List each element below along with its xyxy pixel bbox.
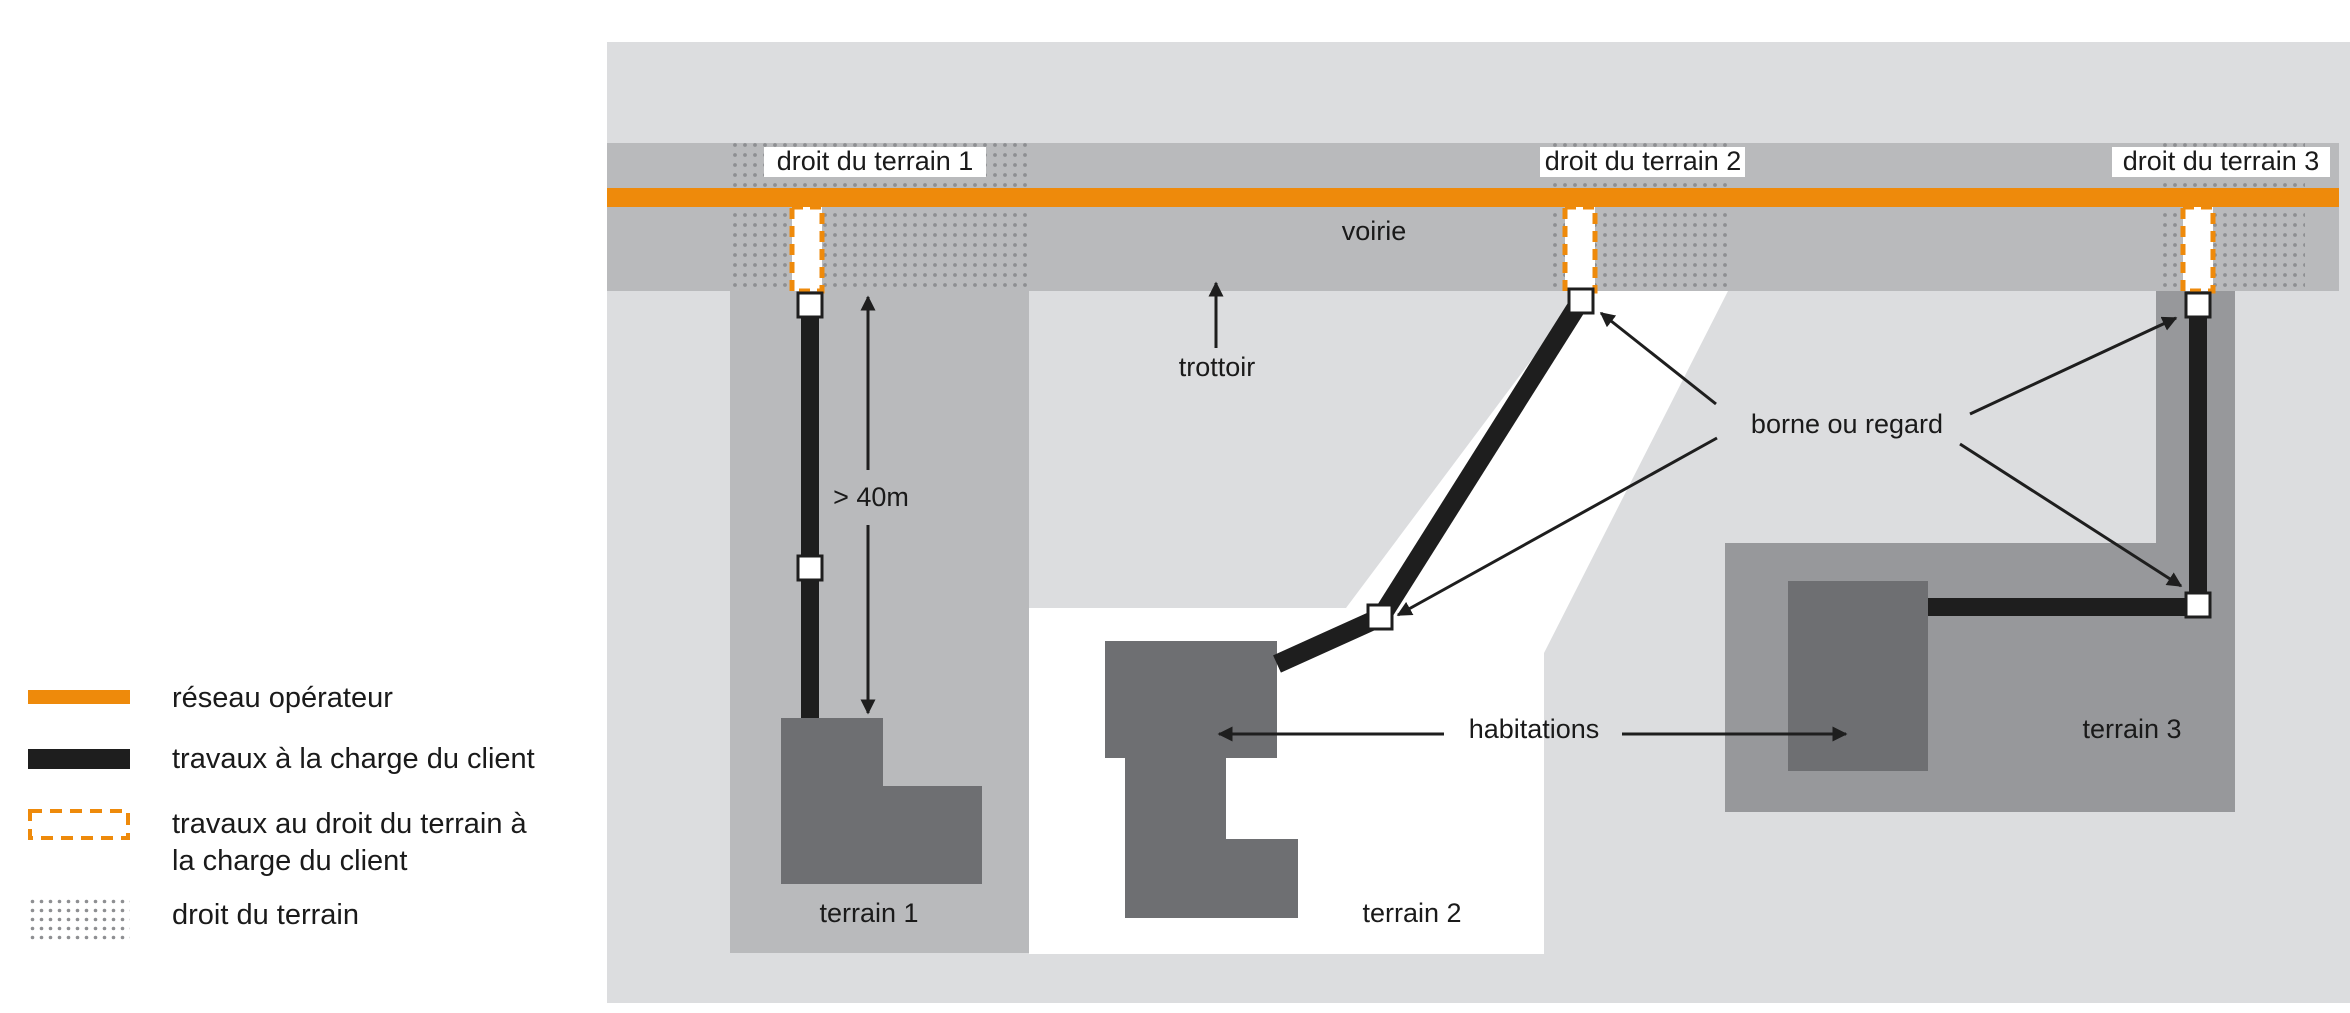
house-1 bbox=[781, 718, 982, 884]
marker-2b bbox=[1366, 603, 1394, 631]
marker-1b bbox=[796, 554, 824, 582]
marker-arrow-2a bbox=[1599, 311, 1717, 406]
legend-item-client-works: travaux à la charge du client bbox=[28, 741, 535, 778]
terrain-2-label: terrain 2 bbox=[1362, 898, 1461, 928]
marker-3a bbox=[2184, 291, 2212, 319]
legend-label-client-works-right-line2: la charge du client bbox=[172, 845, 408, 877]
works-at-right-1 bbox=[789, 204, 825, 294]
legend-label-client-works-right: travaux au droit du terrain à la charge … bbox=[172, 806, 527, 880]
marker-arrow-3a bbox=[1969, 316, 2178, 416]
road-label: voirie bbox=[1342, 216, 1407, 246]
marker-2a bbox=[1567, 287, 1595, 315]
distance-label: > 40m bbox=[833, 482, 909, 512]
legend-label-operator-network: réseau opérateur bbox=[172, 682, 393, 714]
legend-label-land-right: droit du terrain bbox=[172, 899, 359, 931]
marker-arrow-3b bbox=[1959, 442, 2183, 588]
land-right-label-1: droit du terrain 1 bbox=[777, 146, 974, 176]
operator-network-line bbox=[607, 188, 2339, 207]
marker-arrow-2b bbox=[1396, 436, 1718, 617]
marker-3b bbox=[2184, 591, 2212, 619]
land-right-label-2: droit du terrain 2 bbox=[1545, 146, 1742, 176]
marker-1a bbox=[796, 291, 824, 319]
terrain-3-label: terrain 3 bbox=[2082, 714, 2181, 744]
operator-network-swatch bbox=[28, 690, 130, 704]
client-works-right-swatch bbox=[28, 809, 130, 840]
legend-item-operator-network: réseau opérateur bbox=[28, 680, 393, 717]
works-at-right-3 bbox=[2180, 204, 2216, 294]
client-works-line-2a bbox=[1372, 294, 1590, 623]
client-works-swatch bbox=[28, 749, 130, 769]
legend-label-client-works-right-line1: travaux au droit du terrain à bbox=[172, 808, 527, 840]
houses-label: habitations bbox=[1469, 714, 1600, 744]
house-2 bbox=[1105, 641, 1298, 918]
sidewalk-label: trottoir bbox=[1179, 352, 1256, 382]
land-right-label-3: droit du terrain 3 bbox=[2123, 146, 2320, 176]
land-right-swatch bbox=[28, 897, 130, 941]
works-at-right-2 bbox=[1562, 204, 1598, 294]
marker-label: borne ou regard bbox=[1751, 409, 1943, 439]
legend-label-client-works: travaux à la charge du client bbox=[172, 743, 535, 775]
client-works-line-2b bbox=[1273, 608, 1385, 673]
house-3 bbox=[1788, 581, 1928, 771]
legend-item-client-works-right: travaux au droit du terrain à la charge … bbox=[28, 806, 527, 880]
legend-item-land-right: droit du terrain bbox=[28, 897, 359, 941]
terrain-1-label: terrain 1 bbox=[819, 898, 918, 928]
